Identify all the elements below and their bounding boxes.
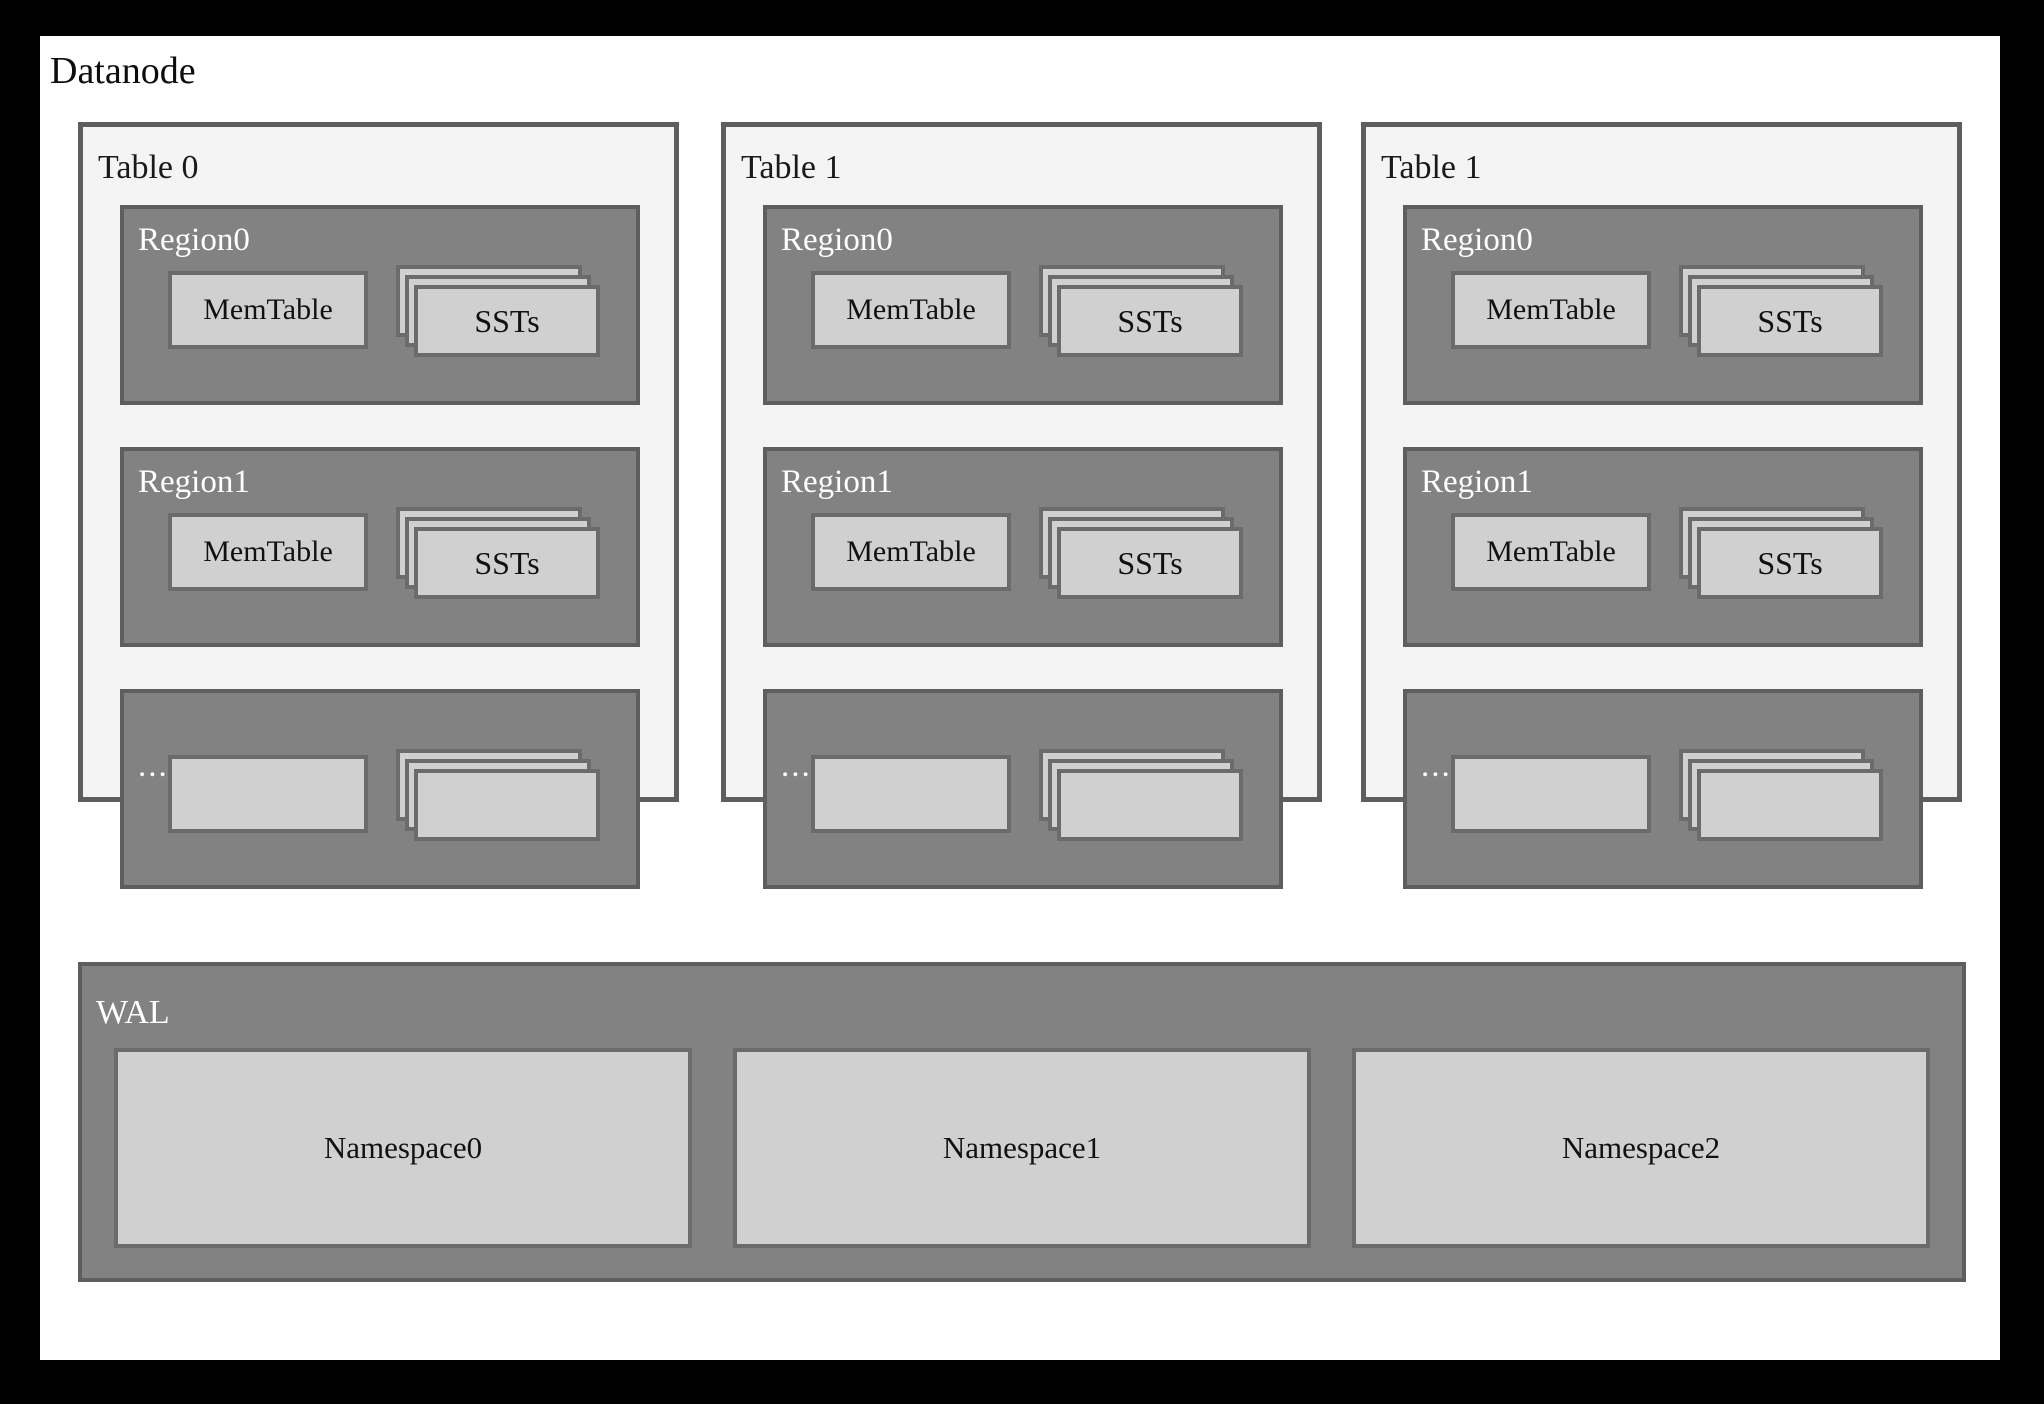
ellipsis-label: ...	[1421, 748, 1452, 784]
sst-sheet-front[interactable]	[414, 769, 600, 841]
region-box[interactable]: Region0 MemTable SSTs	[1403, 205, 1923, 405]
namespace-box-1[interactable]: Namespace1	[733, 1048, 1311, 1248]
wal-container[interactable]: WAL Namespace0 Namespace1 Namespace2	[78, 962, 1966, 1282]
sst-stack[interactable]	[1679, 749, 1883, 841]
sst-stack[interactable]: SSTs	[1679, 507, 1883, 599]
table-panel-0[interactable]: Table 0 Region0 MemTable SSTs Region1 Me…	[78, 122, 679, 889]
memtable-box[interactable]: MemTable	[168, 513, 368, 591]
ellipsis-label: ...	[781, 748, 812, 784]
sst-stack[interactable]: SSTs	[396, 265, 600, 357]
region-box[interactable]: Region1 MemTable SSTs	[120, 447, 640, 647]
sst-sheet-front[interactable]: SSTs	[1057, 527, 1243, 599]
sst-sheet-front[interactable]: SSTs	[1697, 527, 1883, 599]
table-label: Table 1	[1381, 149, 1482, 186]
memtable-box[interactable]: MemTable	[168, 271, 368, 349]
namespace-box-0[interactable]: Namespace0	[114, 1048, 692, 1248]
memtable-box[interactable]: MemTable	[811, 271, 1011, 349]
memtable-box[interactable]	[1451, 755, 1651, 833]
table-label: Table 0	[98, 149, 199, 186]
sst-stack[interactable]	[1039, 749, 1243, 841]
table-panel-2[interactable]: Table 1 Region0 MemTable SSTs Region1 Me…	[1361, 122, 1962, 889]
sst-stack[interactable]: SSTs	[396, 507, 600, 599]
region-box[interactable]: Region0 MemTable SSTs	[763, 205, 1283, 405]
sst-stack[interactable]: SSTs	[1679, 265, 1883, 357]
table-label: Table 1	[741, 149, 842, 186]
datanode-canvas: Datanode Table 0 Region0 MemTable SSTs R…	[40, 36, 2000, 1360]
wal-label: WAL	[96, 994, 170, 1031]
sst-sheet-front[interactable]: SSTs	[1697, 285, 1883, 357]
page-title: Datanode	[50, 50, 196, 92]
tables-row: Table 0 Region0 MemTable SSTs Region1 Me…	[78, 122, 1966, 889]
sst-sheet-front[interactable]: SSTs	[1057, 285, 1243, 357]
region-label: Region0	[1421, 222, 1533, 258]
memtable-box[interactable]	[811, 755, 1011, 833]
region-box[interactable]: Region0 MemTable SSTs	[120, 205, 640, 405]
sst-stack[interactable]: SSTs	[1039, 265, 1243, 357]
sst-sheet-front[interactable]: SSTs	[414, 527, 600, 599]
memtable-box[interactable]: MemTable	[1451, 513, 1651, 591]
sst-stack[interactable]	[396, 749, 600, 841]
memtable-box[interactable]: MemTable	[811, 513, 1011, 591]
sst-sheet-front[interactable]: SSTs	[414, 285, 600, 357]
region-box-ellipsis[interactable]: ...	[763, 689, 1283, 889]
sst-sheet-front[interactable]	[1057, 769, 1243, 841]
memtable-box[interactable]: MemTable	[1451, 271, 1651, 349]
region-label: Region0	[781, 222, 893, 258]
ellipsis-label: ...	[138, 748, 169, 784]
region-label: Region1	[138, 464, 250, 500]
region-label: Region1	[781, 464, 893, 500]
namespaces-row: Namespace0 Namespace1 Namespace2	[114, 1048, 1930, 1248]
region-label: Region0	[138, 222, 250, 258]
namespace-box-2[interactable]: Namespace2	[1352, 1048, 1930, 1248]
table-panel-1[interactable]: Table 1 Region0 MemTable SSTs Region1 Me…	[721, 122, 1322, 889]
memtable-box[interactable]	[168, 755, 368, 833]
region-box-ellipsis[interactable]: ...	[1403, 689, 1923, 889]
region-label: Region1	[1421, 464, 1533, 500]
region-box[interactable]: Region1 MemTable SSTs	[763, 447, 1283, 647]
sst-stack[interactable]: SSTs	[1039, 507, 1243, 599]
region-box[interactable]: Region1 MemTable SSTs	[1403, 447, 1923, 647]
sst-sheet-front[interactable]	[1697, 769, 1883, 841]
region-box-ellipsis[interactable]: ...	[120, 689, 640, 889]
